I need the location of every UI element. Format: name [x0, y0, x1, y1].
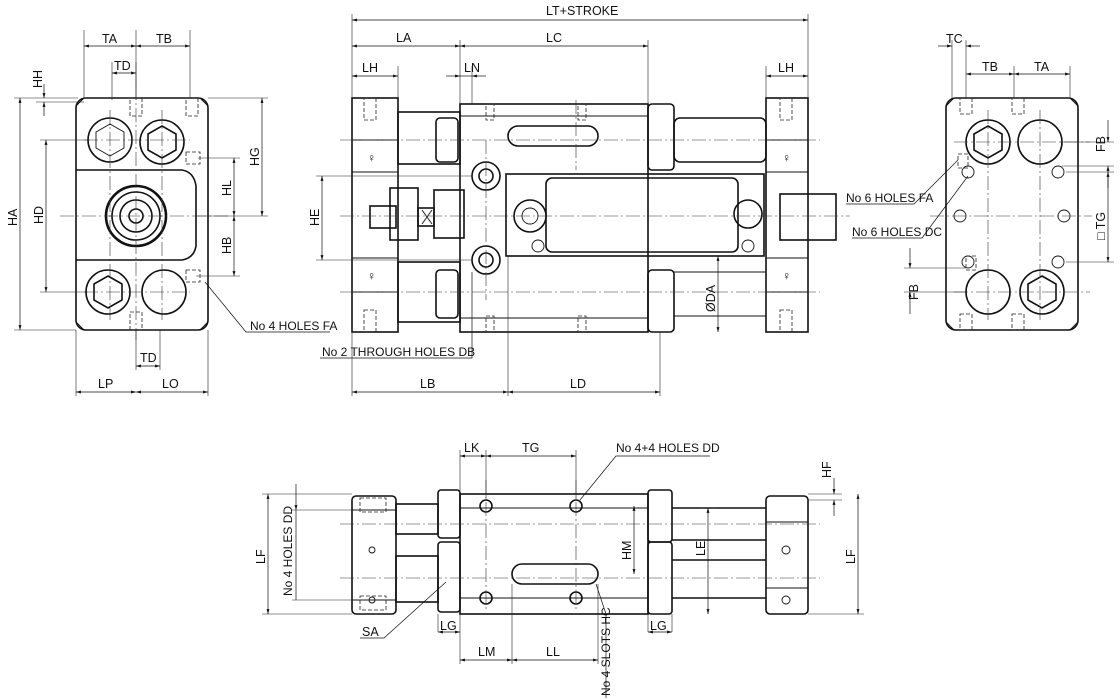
label-lm: LM — [478, 645, 495, 659]
label-fb-bottom: FB — [907, 284, 921, 300]
label-sa: SA — [362, 625, 379, 639]
label-lh-left: LH — [362, 61, 378, 75]
label-tg-bottom: TG — [522, 441, 539, 455]
top-view: LK TG No 4+4 HOLES DD HF LF No 4 HOLES D… — [254, 441, 864, 698]
label-lk: LK — [464, 441, 480, 455]
label-he: HE — [308, 209, 322, 226]
label-holes-dd-44: No 4+4 HOLES DD — [616, 441, 720, 455]
label-tg-right: □ TG — [1094, 212, 1108, 240]
label-hl: HL — [220, 180, 234, 196]
label-hm: HM — [620, 541, 634, 560]
label-hh: HH — [31, 70, 45, 88]
label-through-holes-db: No 2 THROUGH HOLES DB — [322, 345, 475, 359]
label-le: LE — [694, 541, 708, 556]
label-lc: LC — [546, 31, 562, 45]
label-lg-right: LG — [650, 619, 667, 633]
label-hd: HD — [32, 206, 46, 224]
svg-text:♀: ♀ — [782, 269, 791, 283]
label-holes-dd-4: No 4 HOLES DD — [281, 506, 295, 596]
label-la: LA — [396, 31, 412, 45]
label-lb: LB — [420, 377, 435, 391]
svg-text:♀: ♀ — [782, 151, 791, 165]
label-lf-left: LF — [254, 549, 268, 564]
label-tc: TC — [946, 32, 963, 46]
label-ta-right: TA — [1034, 60, 1050, 74]
label-hb: HB — [220, 237, 234, 254]
label-holes-fa-right: No 6 HOLES FA — [846, 191, 933, 205]
svg-text:♀: ♀ — [367, 151, 376, 165]
label-ha: HA — [6, 208, 20, 226]
label-da: ØDA — [704, 284, 718, 312]
label-ld: LD — [570, 377, 586, 391]
label-lh-right: LH — [778, 61, 794, 75]
right-end-view: TC TB TA FB □ TG FB No 6 HOLES FA No 6 H… — [846, 32, 1114, 331]
label-hg: HG — [248, 147, 262, 166]
label-lf-right: LF — [844, 549, 858, 564]
label-td-bottom: TD — [140, 351, 157, 365]
label-tb-left: TB — [156, 32, 172, 46]
label-hf: HF — [820, 461, 834, 478]
left-end-view: TA TB TD HH HA HD HL HG HB — [6, 30, 337, 396]
label-fb-top: FB — [1094, 136, 1108, 152]
side-view: ♀ ♀ — [308, 4, 850, 396]
label-holes-dc: No 6 HOLES DC — [852, 225, 942, 239]
label-ll: LL — [546, 645, 560, 659]
label-ta-left: TA — [102, 32, 118, 46]
label-lp: LP — [98, 377, 113, 391]
label-holes-fa-left: No 4 HOLES FA — [250, 319, 337, 333]
label-lt-stroke: LT+STROKE — [546, 4, 618, 18]
label-slots-hc: No 4 SLOTS HC — [599, 607, 613, 696]
label-td-top: TD — [114, 59, 131, 73]
label-ln: LN — [464, 61, 480, 75]
svg-text:♀: ♀ — [367, 269, 376, 283]
label-lg-left: LG — [440, 619, 457, 633]
label-lo: LO — [162, 377, 179, 391]
label-tb-right: TB — [982, 60, 998, 74]
